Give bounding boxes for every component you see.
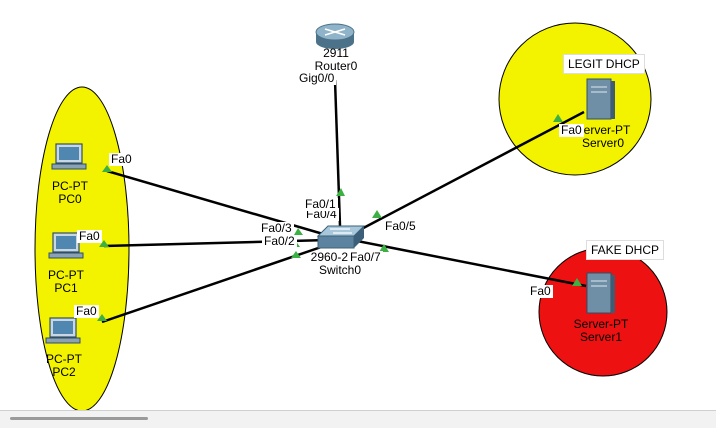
link-up-indicator xyxy=(291,251,301,258)
server0-label: Server-PT Server0 xyxy=(575,124,631,150)
port-label-server1: Fa0 xyxy=(528,284,553,298)
pc0-label: PC-PT PC0 xyxy=(48,180,92,206)
port-label-sw-fa05: Fa0/5 xyxy=(383,219,418,233)
link-up-indicator xyxy=(294,228,303,235)
port-label-sw-fa02: Fa0/2 xyxy=(262,234,297,248)
link-switch-server1[interactable] xyxy=(351,238,587,288)
pc1-model: PC-PT xyxy=(48,268,84,282)
pc2-label: PC-PT PC2 xyxy=(42,353,86,379)
pc2-model: PC-PT xyxy=(46,352,82,366)
pc0-name: PC0 xyxy=(58,192,82,206)
server1-icon[interactable] xyxy=(586,272,615,314)
router-icon[interactable] xyxy=(315,23,355,49)
link-up-indicator xyxy=(99,240,109,247)
router-model: 2911 xyxy=(323,46,349,60)
link-up-indicator xyxy=(553,114,563,122)
switch-name: Switch0 xyxy=(318,263,362,277)
link-up-indicator xyxy=(379,244,389,252)
legit-zone xyxy=(498,22,652,176)
link-up-indicator xyxy=(572,278,582,286)
server1-name: Server1 xyxy=(579,330,623,344)
server0-model: Server-PT xyxy=(575,123,631,137)
router-label: 2911 Router0 xyxy=(312,47,360,73)
fake-dhcp-note[interactable]: FAKE DHCP xyxy=(586,240,665,260)
pc2-name: PC2 xyxy=(52,365,76,379)
port-label-pc2: Fa0 xyxy=(74,304,99,318)
port-label-pc0: Fa0 xyxy=(109,152,134,166)
pc1-name: PC1 xyxy=(54,281,78,295)
pc1-icon[interactable] xyxy=(48,232,84,259)
port-label-router-gig: Gig0/0 xyxy=(297,71,337,85)
pc0-icon[interactable] xyxy=(51,143,87,170)
link-router-switch[interactable] xyxy=(333,79,342,227)
topology-canvas[interactable] xyxy=(0,0,716,410)
pc2-icon[interactable] xyxy=(45,317,81,344)
link-up-indicator xyxy=(336,188,345,196)
server1-model: Server-PT xyxy=(573,317,629,331)
link-up-indicator xyxy=(97,314,107,321)
scrollbar-thumb[interactable] xyxy=(10,417,148,420)
switch-icon[interactable] xyxy=(316,225,366,249)
router-name: Router0 xyxy=(314,59,358,73)
legit-dhcp-note[interactable]: LEGIT DHCP xyxy=(563,54,645,74)
port-label-server0: Fa0 xyxy=(559,123,584,137)
pc0-model: PC-PT xyxy=(52,179,88,193)
port-label-sw-fa03: Fa0/3 xyxy=(259,221,294,235)
server0-name: Server0 xyxy=(581,136,625,150)
link-switch-server0[interactable] xyxy=(351,110,585,236)
pc1-label: PC-PT PC1 xyxy=(44,269,88,295)
port-label-sw-fa01: Fa0/1 xyxy=(303,197,338,211)
port-label-pc1: Fa0 xyxy=(77,229,102,243)
port-label-sw-fa07: Fa0/7 xyxy=(348,250,383,264)
link-up-indicator xyxy=(102,165,112,172)
link-up-indicator xyxy=(372,210,382,218)
link-pc0-switch[interactable] xyxy=(106,169,331,238)
horizontal-scrollbar[interactable] xyxy=(0,410,716,428)
server0-icon[interactable] xyxy=(586,78,615,120)
server1-label: Server-PT Server1 xyxy=(571,318,631,344)
